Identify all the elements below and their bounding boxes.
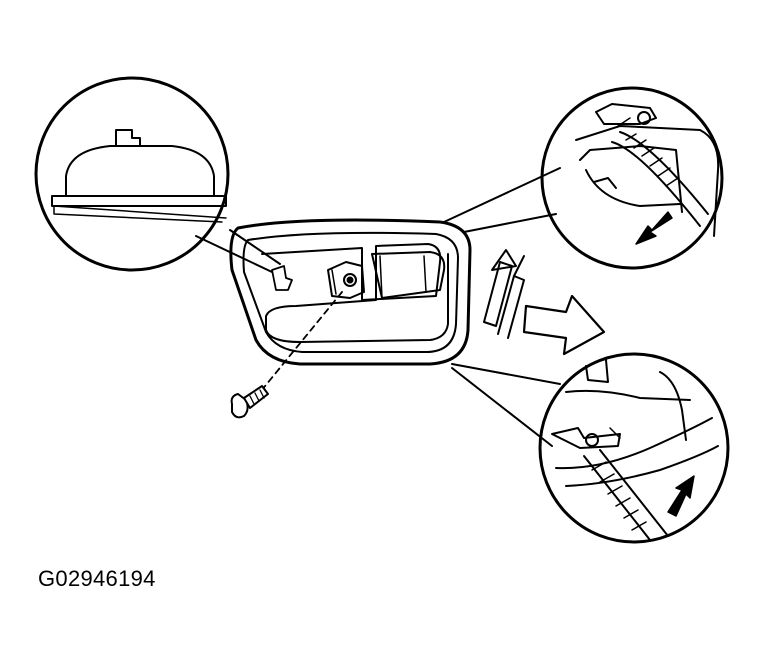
handle-recess: [261, 243, 449, 343]
handle-bezel-inner: [242, 231, 459, 353]
screw: [230, 385, 269, 419]
upper-right-detail-circle: [540, 86, 724, 270]
handle-bezel-outer: [229, 218, 472, 366]
inner-door-handle: [229, 218, 472, 366]
left-detail-circle: [34, 76, 230, 272]
screw-install-path: [251, 291, 343, 403]
lower-right-detail-circle: [538, 352, 730, 544]
lower-right-detail-callout: [538, 352, 730, 544]
left-callout-leader: [195, 229, 281, 273]
clip-base: [51, 195, 227, 207]
handle-lever: [371, 251, 446, 299]
clip-dome: [65, 145, 215, 197]
clip-hole: [271, 265, 293, 291]
clip-tab: [115, 129, 141, 147]
lower-detail-arrow: [667, 475, 695, 517]
screw-bracket: [327, 261, 365, 299]
figure-id-label: G02946194: [38, 566, 156, 591]
upper-callout-leader-b: [463, 213, 557, 233]
pull-out-arrow: [522, 294, 606, 356]
slide-direction-arrows: [483, 249, 525, 339]
upper-detail-arrow: [635, 211, 673, 245]
upper-right-detail-callout: [540, 86, 724, 270]
lower-callout-leader-a: [451, 363, 561, 385]
lower-callout-leader-b: [451, 367, 553, 447]
left-detail-callout: [34, 76, 230, 272]
